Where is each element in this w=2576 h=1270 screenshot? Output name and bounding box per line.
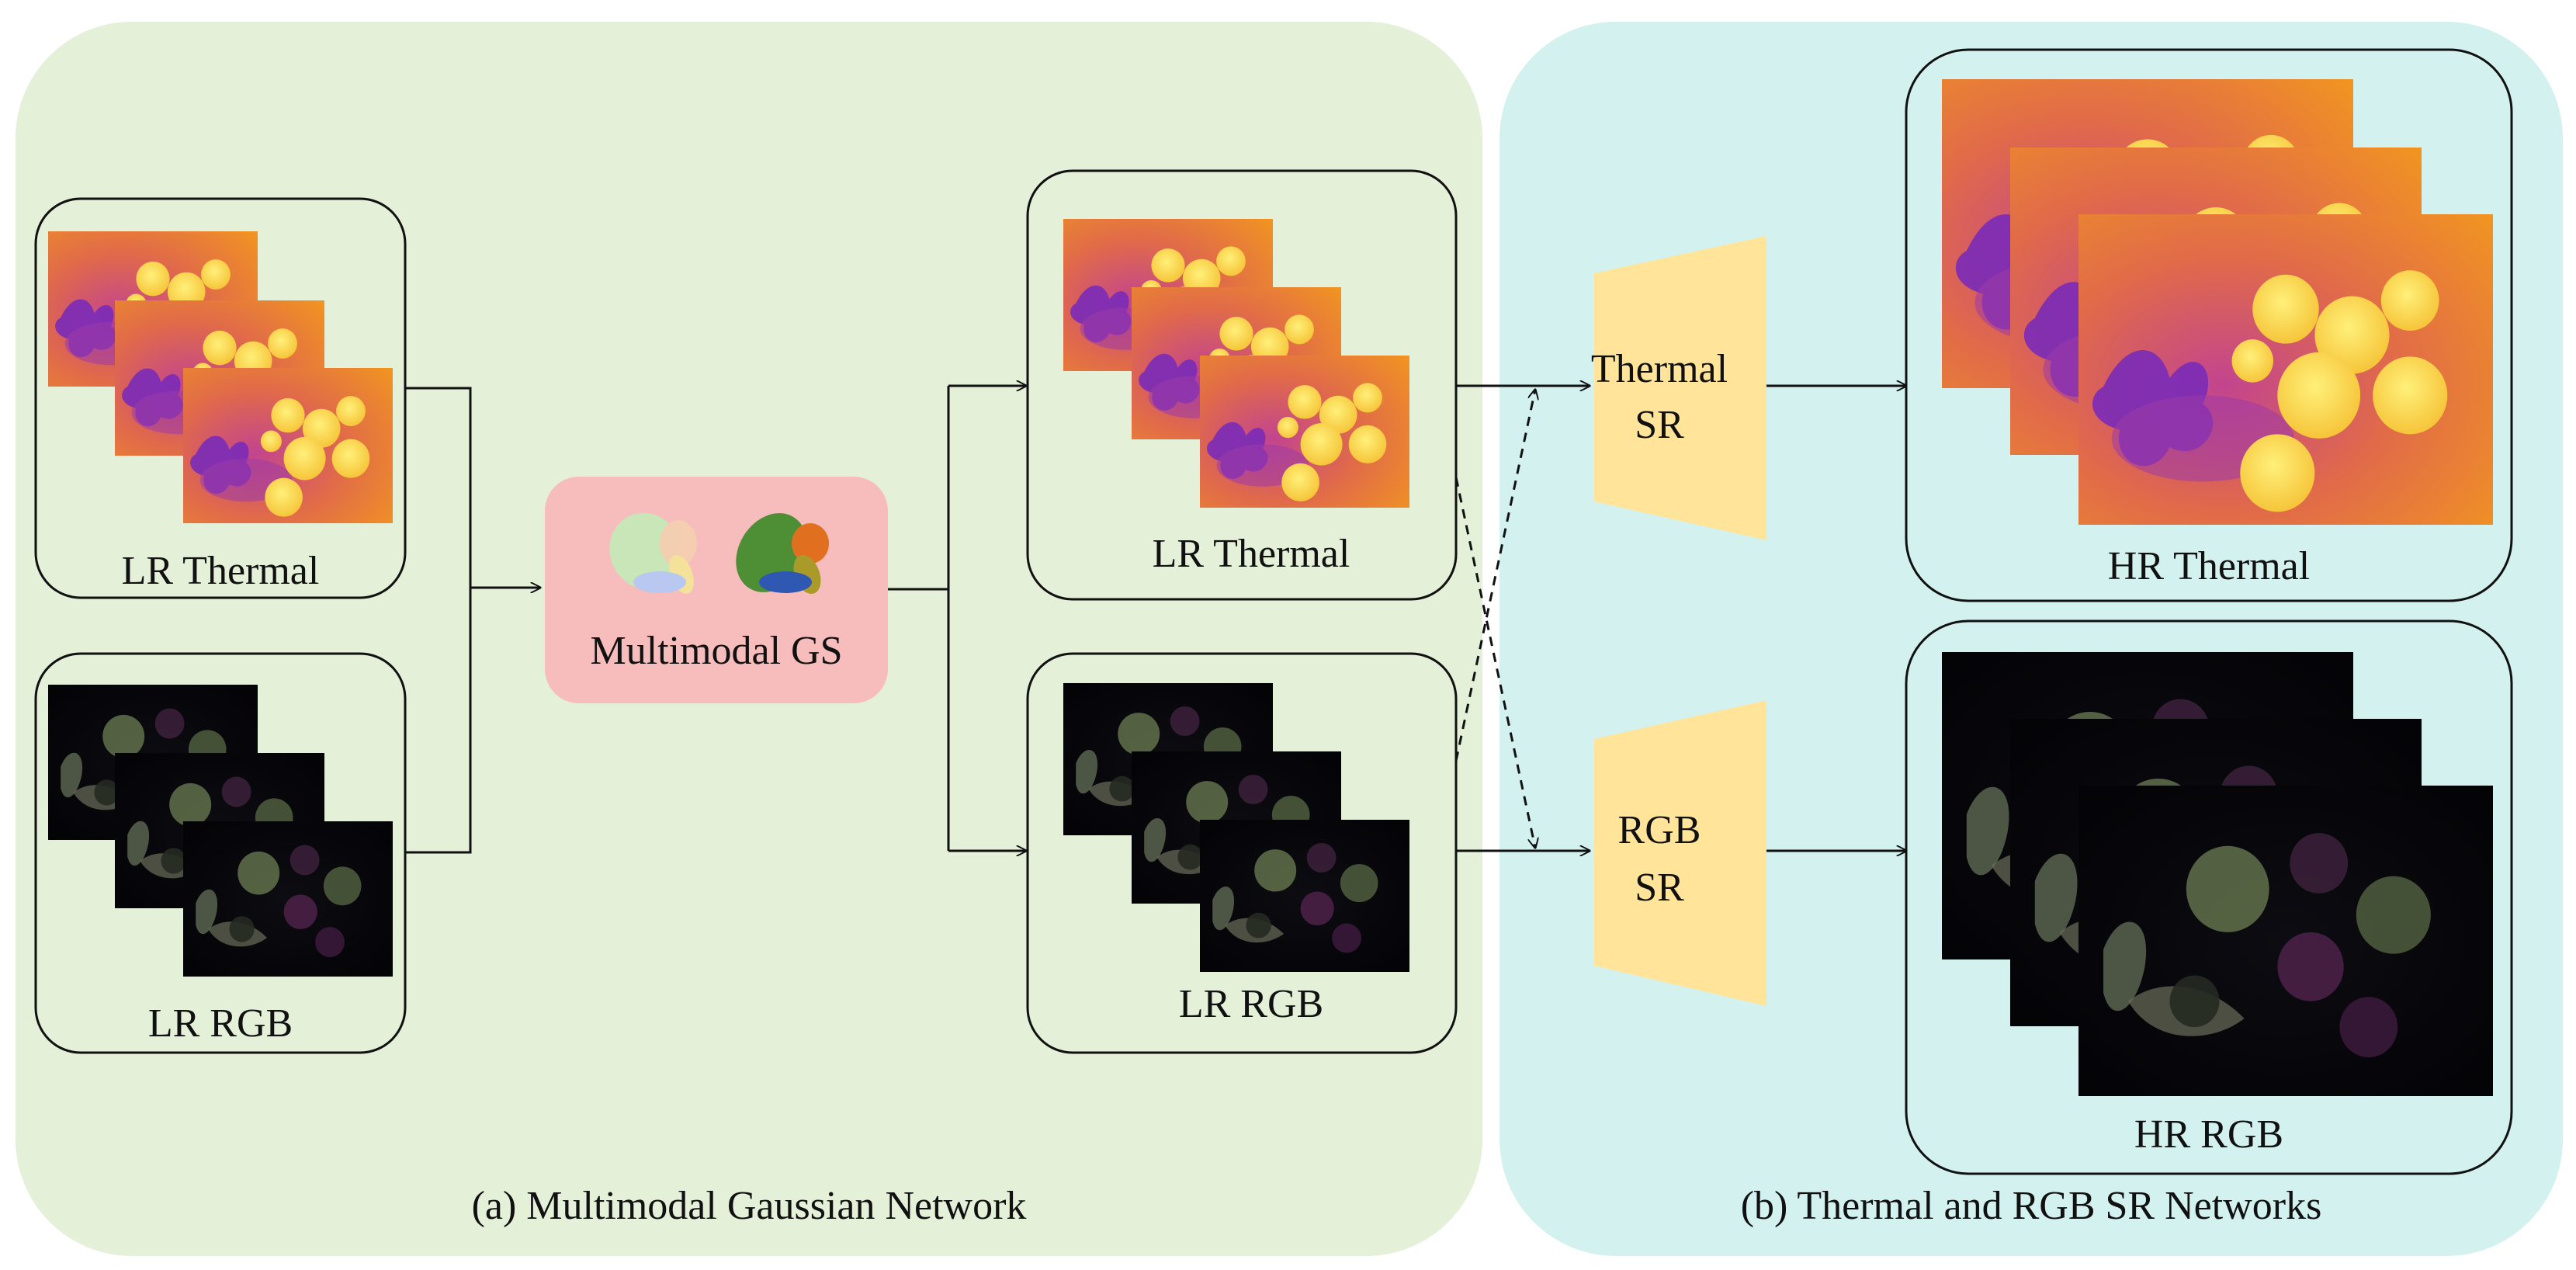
thermal-sr-block: Thermal SR [1591,236,1766,540]
input-rgb-box: LR RGB [34,652,407,1054]
rgb-image-stack-layer-3 [183,821,393,977]
panel-right-caption: (b) Thermal and RGB SR Networks [1741,1184,2322,1228]
lr-thermal-output-label: LR Thermal [1153,532,1350,576]
lr-to-sr-connectors [1456,386,1590,851]
hr-thermal-image-layer-3 [2078,214,2493,525]
lr-thermal-image-layer-3 [1200,356,1409,508]
lr-rgb-output-label: LR RGB [1179,982,1323,1026]
multimodal-gs-block: Multimodal GS [545,477,888,703]
hr-rgb-output-label: HR RGB [2134,1112,2283,1157]
rgb-sr-label-line2: SR [1635,866,1684,910]
rgb-sr-block: RGB SR [1594,700,1766,1006]
input-merge-connector [405,387,540,854]
thermal-image-stack-layer-3 [183,368,393,523]
input-thermal-label: LR Thermal [122,549,320,593]
gaussian-splat-icon-vivid [736,513,829,595]
gs-split-connector [888,386,1026,851]
input-rgb-label: LR RGB [148,1001,293,1046]
input-thermal-box: LR Thermal [34,197,407,599]
gaussian-splat-icon-pastel [609,512,697,594]
lr-rgb-output-box: LR RGB [1026,652,1458,1054]
cross-modal-dashed-connectors [1454,390,1535,848]
hr-rgb-output-box: HR RGB [1905,619,2513,1175]
panel-left-caption: (a) Multimodal Gaussian Network [472,1184,1027,1228]
sr-to-hr-connectors [1766,386,1906,851]
thermal-sr-label-line1: Thermal [1591,347,1728,391]
hr-thermal-output-label: HR Thermal [2108,544,2310,588]
multimodal-gs-label: Multimodal GS [590,629,842,673]
hr-thermal-output-box: HR Thermal [1905,48,2513,602]
thermal-sr-label-line2: SR [1635,403,1684,447]
hr-rgb-image-layer-3 [2078,786,2493,1096]
lr-rgb-image-layer-3 [1200,820,1409,972]
rgb-sr-label-line1: RGB [1618,808,1701,852]
